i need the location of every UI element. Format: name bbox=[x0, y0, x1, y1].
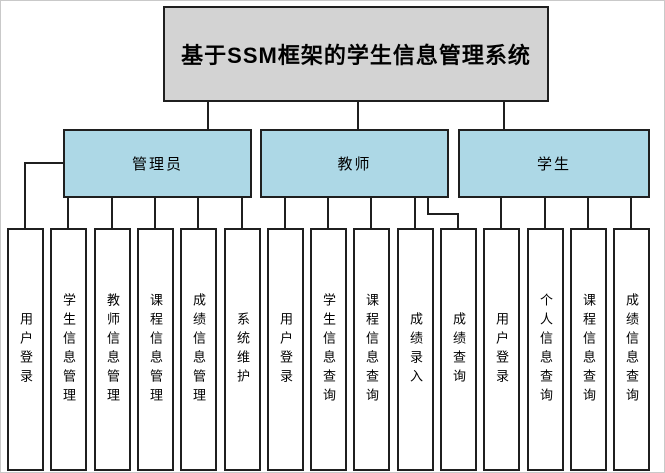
root-title: 基于SSM框架的学生信息管理系统 bbox=[181, 43, 531, 68]
connector-teacher-score-query-v2 bbox=[457, 213, 459, 228]
leaf-teacher-student-info-query: 学生信息查询 bbox=[310, 228, 347, 471]
leaf-label: 成绩信息管理 bbox=[191, 292, 206, 407]
connector-teacher-score-query-h bbox=[427, 213, 459, 215]
leaf-label: 用户登录 bbox=[494, 311, 509, 388]
leaf-label: 课程信息管理 bbox=[148, 292, 163, 407]
leaf-teacher-user-login: 用户登录 bbox=[267, 228, 304, 471]
connector-admin-user-login-v bbox=[24, 162, 26, 228]
connector-admin-teacher-info-mgmt bbox=[111, 196, 113, 228]
leaf-admin-system-maintenance: 系统维护 bbox=[224, 228, 261, 471]
leaf-label: 系统维护 bbox=[235, 311, 250, 388]
leaf-label: 用户登录 bbox=[278, 311, 293, 388]
leaf-student-course-info-query: 课程信息查询 bbox=[570, 228, 607, 471]
connector-root-student bbox=[503, 100, 505, 131]
leaf-admin-course-info-mgmt: 课程信息管理 bbox=[137, 228, 174, 471]
group-label-teacher: 教师 bbox=[337, 156, 372, 173]
connector-teacher-score-entry bbox=[414, 196, 416, 228]
group-label-admin: 管理员 bbox=[131, 156, 183, 173]
leaf-label: 课程信息查询 bbox=[581, 292, 596, 407]
leaf-admin-teacher-info-mgmt: 教师信息管理 bbox=[94, 228, 131, 471]
group-label-student: 学生 bbox=[536, 156, 571, 173]
connector-root-teacher bbox=[357, 100, 359, 131]
leaf-student-personal-info-query: 个人信息查询 bbox=[527, 228, 564, 471]
leaf-label: 课程信息查询 bbox=[364, 292, 379, 407]
connector-admin-student-info-mgmt bbox=[67, 196, 69, 228]
connector-admin-system-maintenance bbox=[241, 196, 243, 228]
leaf-admin-score-info-mgmt: 成绩信息管理 bbox=[180, 228, 217, 471]
leaf-teacher-course-info-query: 课程信息查询 bbox=[353, 228, 390, 471]
leaf-label: 成绩查询 bbox=[451, 311, 466, 388]
connector-teacher-user-login bbox=[284, 196, 286, 228]
leaf-label: 成绩信息查询 bbox=[624, 292, 639, 407]
group-box-student: 学生 bbox=[458, 129, 650, 198]
connector-admin-score-info-mgmt bbox=[197, 196, 199, 228]
connector-student-course-info-query bbox=[587, 196, 589, 228]
leaf-label: 学生信息管理 bbox=[61, 292, 76, 407]
connector-student-score-info-query bbox=[630, 196, 632, 228]
connector-student-personal-info-query bbox=[544, 196, 546, 228]
leaf-admin-user-login: 用户登录 bbox=[7, 228, 44, 471]
leaf-student-score-info-query: 成绩信息查询 bbox=[613, 228, 650, 471]
connector-student-user-login bbox=[500, 196, 502, 228]
connector-admin-course-info-mgmt bbox=[154, 196, 156, 228]
connector-root-admin bbox=[207, 100, 209, 131]
leaf-label: 用户登录 bbox=[18, 311, 33, 388]
connector-teacher-student-info-query bbox=[327, 196, 329, 228]
connector-teacher-score-query-v1 bbox=[427, 196, 429, 215]
leaf-label: 教师信息管理 bbox=[105, 292, 120, 407]
leaf-label: 成绩录入 bbox=[408, 311, 423, 388]
root-box: 基于SSM框架的学生信息管理系统 bbox=[163, 6, 549, 102]
leaf-label: 学生信息查询 bbox=[321, 292, 336, 407]
group-box-admin: 管理员 bbox=[63, 129, 252, 198]
leaf-teacher-score-entry: 成绩录入 bbox=[397, 228, 434, 471]
leaf-teacher-score-query: 成绩查询 bbox=[440, 228, 477, 471]
leaf-label: 个人信息查询 bbox=[538, 292, 553, 407]
leaf-admin-student-info-mgmt: 学生信息管理 bbox=[50, 228, 87, 471]
connector-admin-user-login-h bbox=[24, 162, 65, 164]
group-box-teacher: 教师 bbox=[260, 129, 449, 198]
connector-teacher-course-info-query bbox=[370, 196, 372, 228]
leaf-student-user-login: 用户登录 bbox=[483, 228, 520, 471]
